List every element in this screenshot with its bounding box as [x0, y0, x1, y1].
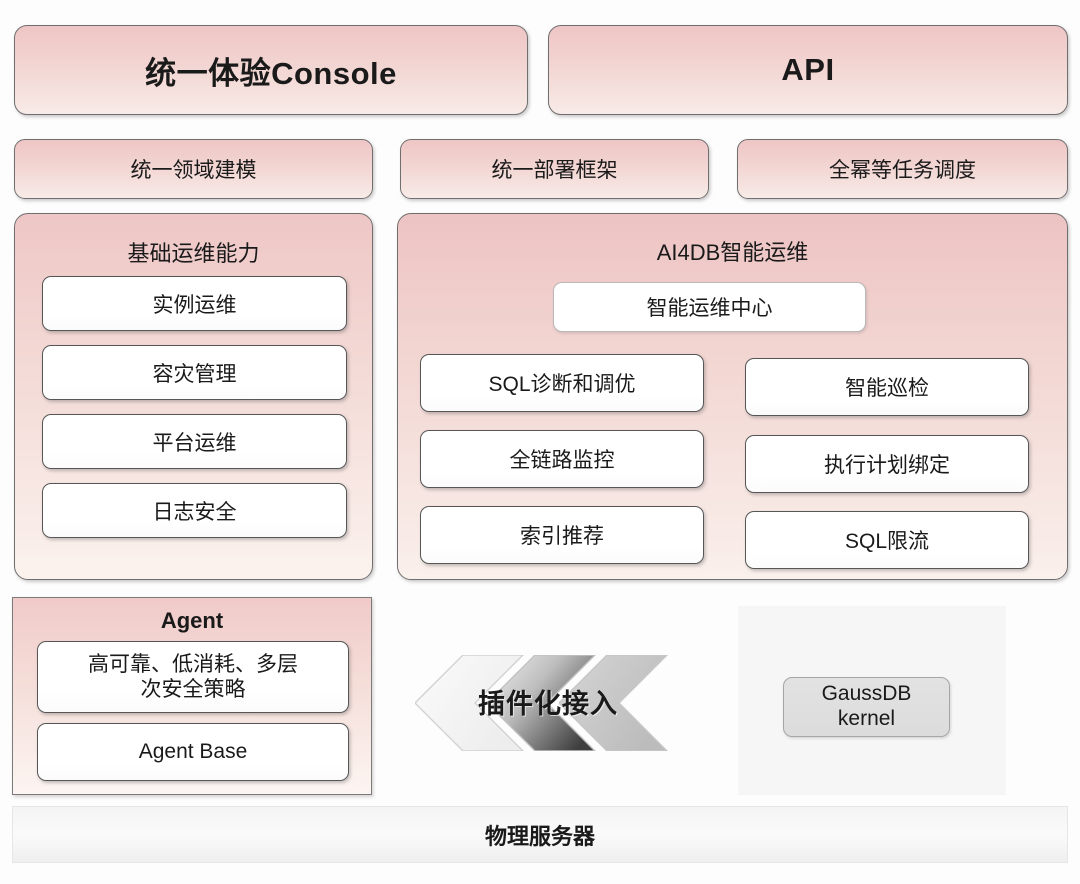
intelligent-ops-center-label: 智能运维中心 — [646, 297, 773, 320]
agent-security-policy-box[interactable]: 高可靠、低消耗、多层 次安全策略 — [37, 641, 349, 713]
sql-rate-limit-box[interactable]: SQL限流 — [745, 511, 1029, 569]
full-link-monitoring-box[interactable]: 全链路监控 — [420, 430, 704, 488]
platform-ops-box[interactable]: 平台运维 — [42, 414, 347, 469]
full-link-monitoring-label: 全链路监控 — [509, 449, 615, 472]
physical-server-bar: 物理服务器 — [12, 806, 1068, 863]
agent-security-policy-label: 高可靠、低消耗、多层 次安全策略 — [88, 652, 298, 702]
agent-base-label: Agent Base — [138, 740, 248, 763]
instance-ops-box[interactable]: 实例运维 — [42, 276, 347, 331]
chevron-left-icon-3 — [559, 655, 669, 751]
index-recommendation-box[interactable]: 索引推荐 — [420, 506, 704, 564]
intelligent-ops-center-box[interactable]: 智能运维中心 — [553, 282, 866, 332]
platform-ops-label: 平台运维 — [152, 431, 237, 455]
intelligent-inspection-box[interactable]: 智能巡检 — [745, 358, 1029, 416]
unified-domain-modeling-label: 统一领域建模 — [130, 159, 257, 182]
disaster-recovery-box[interactable]: 容灾管理 — [42, 345, 347, 400]
sql-diagnosis-tuning-box[interactable]: SQL诊断和调优 — [420, 354, 704, 412]
unified-experience-console-label: 统一体验Console — [145, 55, 397, 91]
sql-rate-limit-label: SQL限流 — [844, 530, 930, 553]
idempotent-task-scheduling-label: 全幂等任务调度 — [829, 159, 976, 182]
unified-deployment-framework-box[interactable]: 统一部署框架 — [400, 139, 709, 199]
ai4db-panel-title: AI4DB智能运维 — [656, 240, 809, 265]
chevron-left-icon-1 — [415, 655, 525, 751]
disaster-recovery-label: 容灾管理 — [152, 362, 237, 386]
gaussdb-kernel-box[interactable]: GaussDB kernel — [783, 677, 950, 737]
intelligent-inspection-label: 智能巡检 — [845, 377, 929, 400]
index-recommendation-label: 索引推荐 — [520, 525, 604, 548]
unified-deployment-framework-label: 统一部署框架 — [491, 159, 618, 182]
log-security-label: 日志安全 — [152, 500, 237, 524]
agent-security-policy-line2: 次安全策略 — [140, 678, 246, 701]
gaussdb-kernel-line1: GaussDB — [821, 682, 912, 706]
idempotent-task-scheduling-box[interactable]: 全幂等任务调度 — [737, 139, 1068, 199]
agent-security-policy-line1: 高可靠、低消耗、多层 — [88, 652, 298, 676]
api-box[interactable]: API — [548, 25, 1068, 115]
api-label: API — [781, 52, 835, 87]
agent-panel: Agent 高可靠、低消耗、多层 次安全策略 Agent Base — [12, 597, 372, 795]
unified-experience-console-box[interactable]: 统一体验Console — [14, 25, 528, 115]
kernel-panel: GaussDB kernel — [738, 606, 1006, 795]
ai4db-panel: AI4DB智能运维 智能运维中心 SQL诊断和调优 全链路监控 索引推荐 智能巡… — [397, 213, 1068, 580]
basic-ops-panel-title: 基础运维能力 — [127, 241, 260, 266]
unified-domain-modeling-box[interactable]: 统一领域建模 — [14, 139, 373, 199]
sql-diagnosis-tuning-label: SQL诊断和调优 — [488, 373, 636, 396]
log-security-box[interactable]: 日志安全 — [42, 483, 347, 538]
gaussdb-kernel-label: GaussDB kernel — [822, 682, 912, 732]
instance-ops-label: 实例运维 — [152, 293, 237, 317]
plugin-connector: 插件化接入 — [415, 655, 725, 755]
execution-plan-binding-box[interactable]: 执行计划绑定 — [745, 435, 1029, 493]
physical-server-label: 物理服务器 — [484, 823, 595, 849]
agent-base-box[interactable]: Agent Base — [37, 723, 349, 781]
gaussdb-kernel-line2: kernel — [837, 707, 896, 730]
basic-ops-panel: 基础运维能力 实例运维 容灾管理 平台运维 日志安全 — [14, 213, 373, 580]
plugin-connector-label: 插件化接入 — [478, 689, 618, 719]
agent-panel-title: Agent — [160, 608, 224, 633]
chevron-left-icon-2 — [487, 655, 597, 751]
execution-plan-binding-label: 执行计划绑定 — [824, 454, 950, 477]
